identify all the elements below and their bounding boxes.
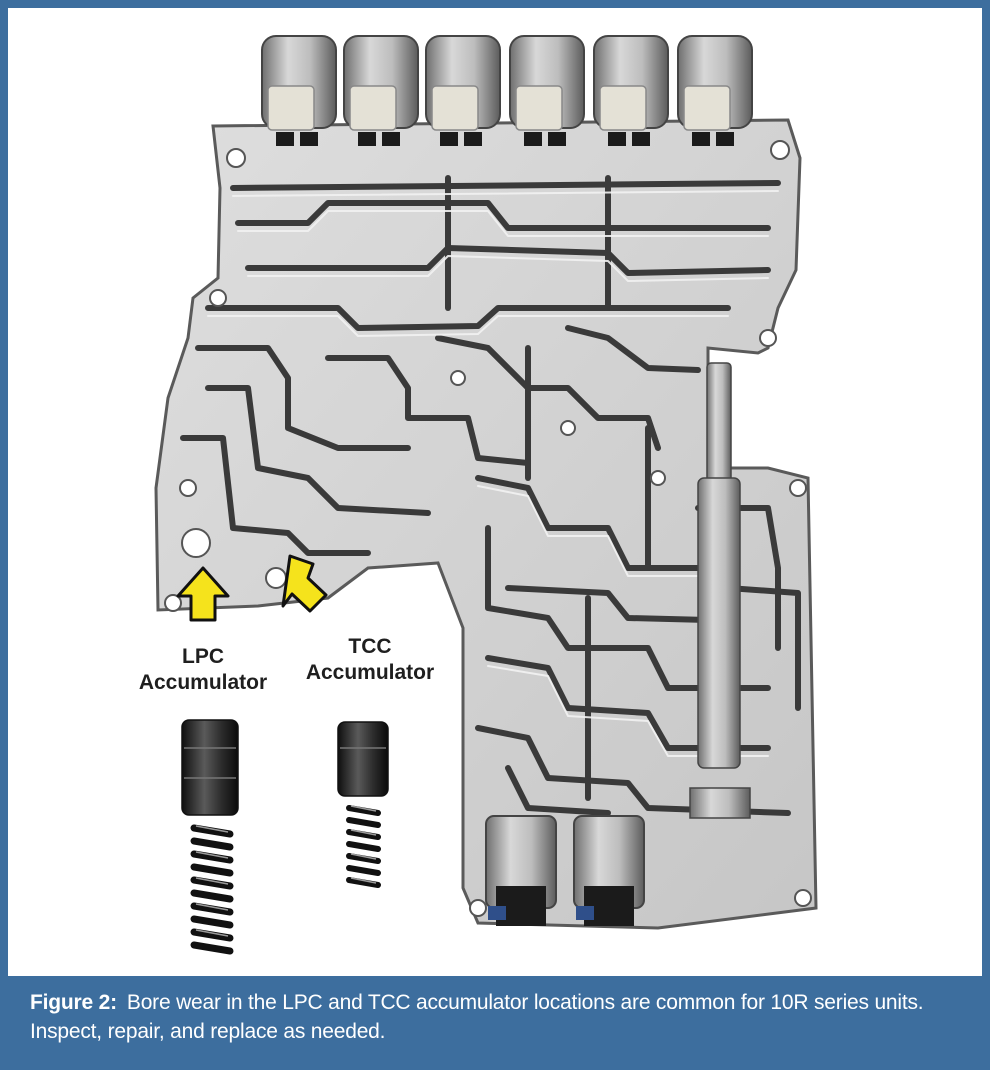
caption-label: Figure 2: [30,991,117,1014]
lpc-label-line1: LPC [182,645,224,668]
tcc-accumulator-label: TCC Accumulator [290,634,450,686]
tcc-accumulator-part [337,721,389,888]
tcc-label-line2: Accumulator [305,661,435,684]
valve-body-photo [154,35,818,955]
figure-caption: Figure 2:Bore wear in the LPC and TCC ac… [30,988,965,1046]
tcc-label-line1: TCC [348,635,392,658]
caption-text: Bore wear in the LPC and TCC accumulator… [30,991,924,1043]
bolt-holes [164,140,812,917]
lpc-accumulator-part [181,719,239,955]
passage-highlights [207,190,779,757]
top-solenoids [261,35,753,146]
lpc-arrow-icon [176,566,230,622]
bottom-solenoids [485,815,645,926]
figure-panel: LPC Accumulator TCC Accumulator [8,8,982,976]
lpc-label-line2: Accumulator [138,671,268,694]
valve-stem [689,362,751,819]
tcc-arrow-icon [281,554,328,613]
lpc-accumulator-label: LPC Accumulator [128,644,278,696]
